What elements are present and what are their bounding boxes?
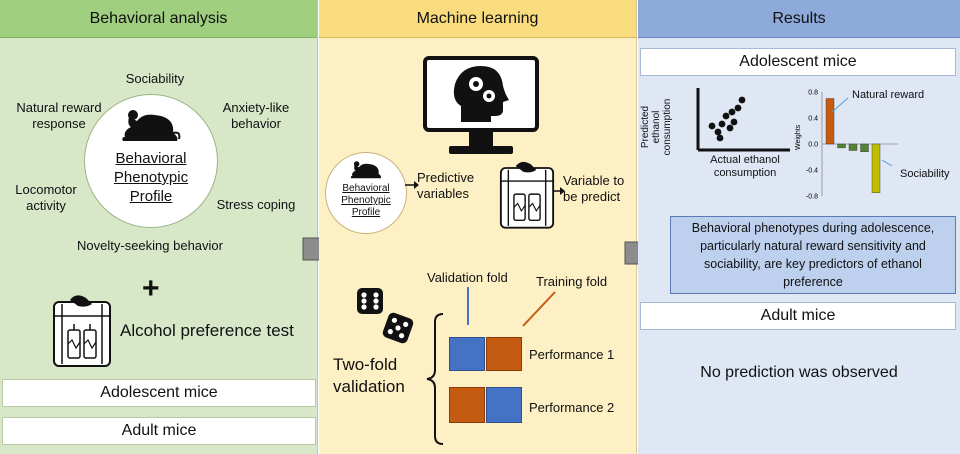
- sociability-label: Sociability: [900, 168, 950, 180]
- weights-tick-label: -0.4: [806, 168, 818, 175]
- weights-tick-label: 0.8: [808, 90, 818, 97]
- weights-tick-label: 0.4: [808, 116, 818, 123]
- scatter-ylabel: Predicted ethanol consumption: [640, 98, 673, 156]
- results-adolescent-box: Adolescent mice: [640, 48, 956, 76]
- scatter-point: [716, 134, 724, 142]
- trait-anxiety: Anxiety-like behavior: [222, 100, 290, 131]
- ml-mouse-icon: [350, 161, 382, 179]
- ml-panel: Machine learning Behavioral Phenotypic P…: [319, 0, 637, 454]
- weight-bar: [848, 143, 858, 151]
- scatter-point: [718, 120, 726, 128]
- fold1-validation-block: [449, 337, 485, 371]
- scatter-point: [708, 122, 716, 130]
- computer-brain-icon: [423, 56, 539, 154]
- plus-sign: +: [142, 272, 160, 305]
- training-fold-label: Training fold: [536, 274, 608, 289]
- weight-bar: [860, 143, 869, 152]
- key-finding-box: Behavioral phenotypes during adolescence…: [670, 216, 956, 294]
- validation-fold-label: Validation fold: [427, 270, 508, 285]
- alcohol-test-label: Alcohol preference test: [120, 321, 294, 340]
- ml-profile-title: Behavioral Phenotypic Profile: [341, 183, 391, 218]
- trait-locomotor: Locomotor activity: [15, 182, 77, 213]
- profile-title: Behavioral Phenotypic Profile: [113, 150, 189, 205]
- weights-axis-label: Weights: [795, 124, 802, 150]
- fold2-training-block: [449, 387, 485, 423]
- fold-brace: [426, 313, 444, 445]
- scatter-point: [738, 96, 746, 104]
- mouse-icon: [122, 110, 181, 141]
- results-adult-box: Adult mice: [640, 302, 956, 330]
- profile-to-predictive-arrow: [405, 181, 419, 189]
- cage-icon: [53, 295, 111, 367]
- variable-to-predict-label: Variable to be predict: [563, 173, 625, 204]
- trait-natural-reward: Natural reward response: [16, 100, 102, 131]
- behavioral-header-text: Behavioral analysis: [89, 9, 228, 27]
- two-fold-validation-label: Two-fold validation: [333, 355, 405, 396]
- scatter-point: [722, 112, 730, 120]
- sociability-pointer: [881, 159, 893, 167]
- weight-bar: [837, 143, 846, 149]
- weights-tick-label: 0.0: [808, 142, 818, 149]
- profile-circle: Behavioral Phenotypic Profile: [84, 94, 218, 228]
- scatter-xlabel: Actual ethanol consumption: [710, 154, 780, 179]
- behavioral-panel: Behavioral analysis Sociability Natural …: [0, 0, 318, 454]
- predictive-variables-label: Predictive variables: [417, 170, 475, 201]
- weight-bar: [825, 98, 835, 145]
- scatter-point: [728, 108, 736, 116]
- trait-sociability: Sociability: [125, 71, 185, 86]
- results-panel: Results Adolescent mice Predicted ethano…: [638, 0, 960, 454]
- performance-1-label: Performance 1: [529, 347, 615, 362]
- weight-bar: [871, 143, 881, 193]
- behavioral-header: Behavioral analysis: [0, 0, 317, 38]
- scatter-plot: [696, 88, 790, 152]
- performance-2-label: Performance 2: [529, 400, 615, 415]
- weights-chart: Weights 0.8 0.4 0.0 -0.4 -0.8: [795, 90, 898, 201]
- behavioral-adolescent-box: Adolescent mice: [2, 379, 316, 407]
- ml-header: Machine learning: [319, 0, 636, 38]
- natural-reward-label: Natural reward: [852, 89, 925, 101]
- trait-novelty: Novelty-seeking behavior: [77, 238, 223, 253]
- training-fold-pointer: [522, 291, 556, 327]
- dice-icon: [357, 288, 414, 344]
- cage-to-variable-arrow: [553, 187, 565, 195]
- trait-stress-coping: Stress coping: [216, 197, 296, 212]
- natural-reward-pointer: [831, 97, 849, 113]
- fold2-validation-block: [486, 387, 522, 423]
- scatter-point: [714, 128, 722, 136]
- results-header: Results: [638, 0, 960, 38]
- scatter-point: [734, 104, 742, 112]
- validation-fold-pointer: [467, 287, 469, 325]
- ml-cage-icon: [499, 161, 555, 229]
- ml-profile-circle: Behavioral Phenotypic Profile: [325, 152, 407, 234]
- scatter-point: [726, 124, 734, 132]
- behavioral-adult-box: Adult mice: [2, 417, 316, 445]
- scatter-point: [730, 118, 738, 126]
- fold1-training-block: [486, 337, 522, 371]
- ml-header-text: Machine learning: [416, 9, 539, 27]
- results-header-text: Results: [772, 9, 826, 27]
- weights-tick-label: -0.8: [806, 194, 818, 201]
- no-prediction-text: No prediction was observed: [700, 364, 898, 381]
